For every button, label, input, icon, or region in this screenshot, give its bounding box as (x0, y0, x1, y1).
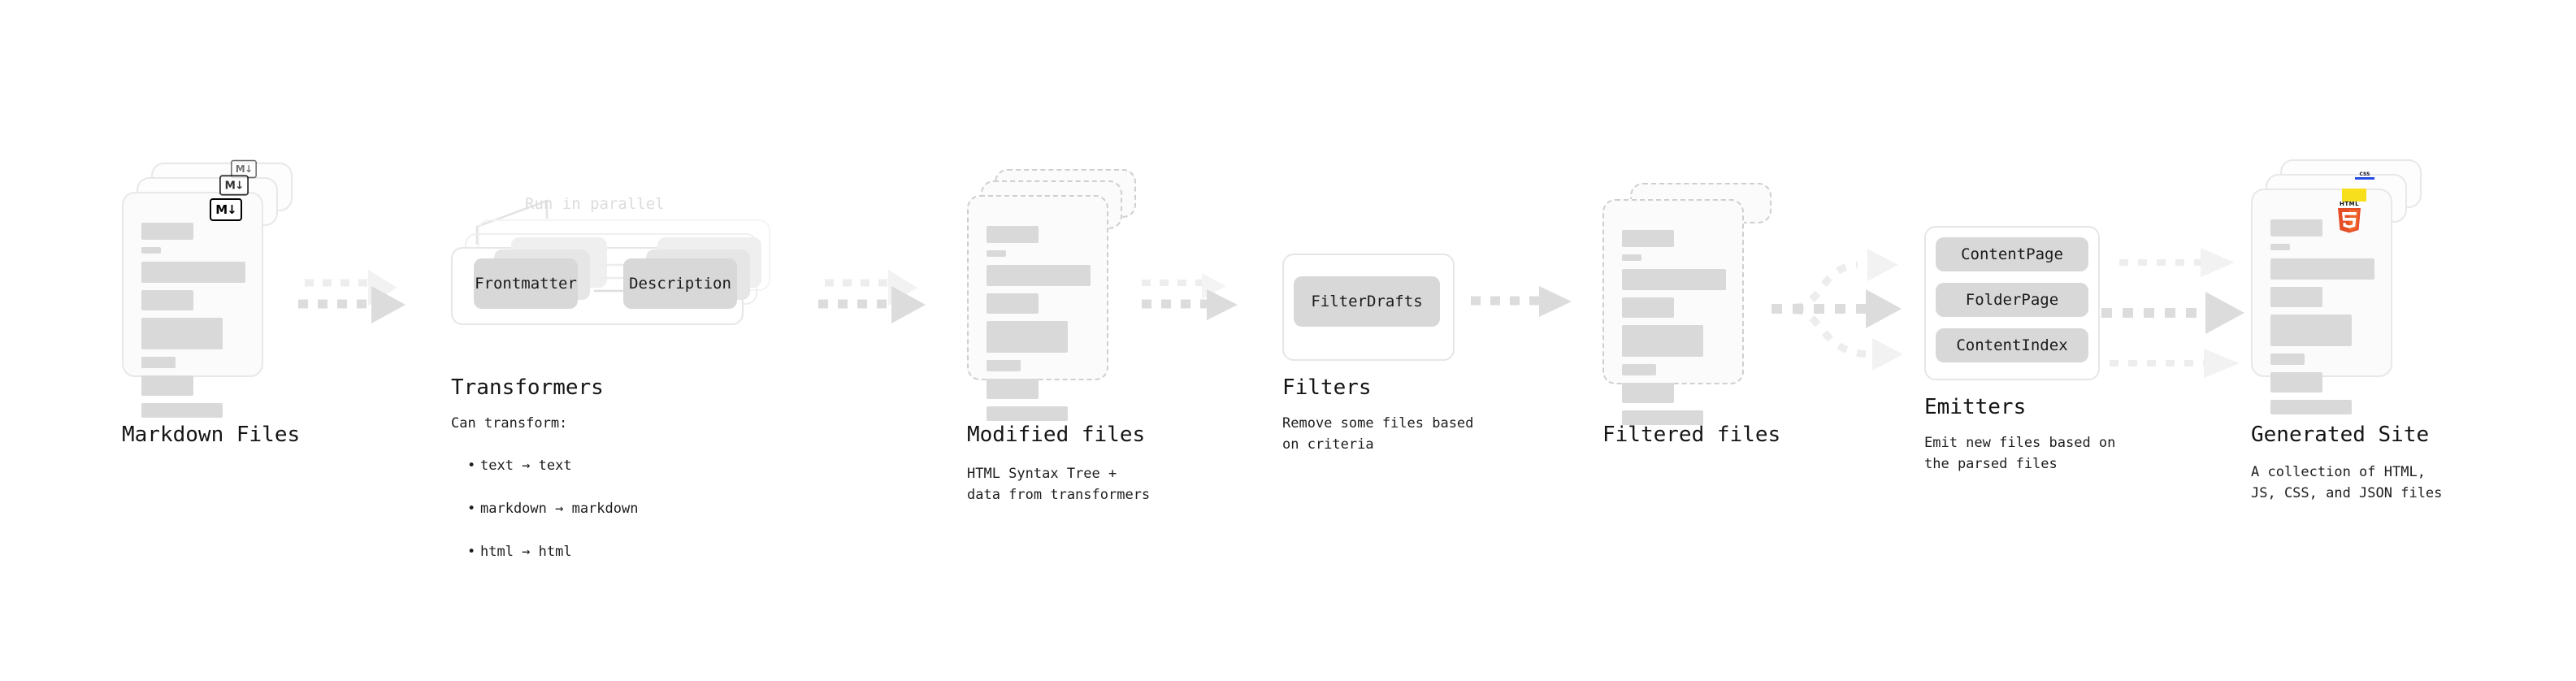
js-icon (2342, 189, 2366, 202)
emitters-pill-contentpage-label: ContentPage (1961, 245, 2063, 263)
modified-file-card-front (967, 195, 1108, 421)
connector-filtered-to-emitters (1772, 236, 1926, 374)
markdown-badge-middle: M↓ (219, 175, 249, 196)
emitters-title: Emitters (1924, 395, 2027, 419)
emitters-pill-contentindex[interactable]: ContentIndex (1936, 328, 2088, 362)
css-icon: CSS (2354, 171, 2375, 180)
svg-text:CSS: CSS (2360, 171, 2370, 177)
transformers-bullet-1: markdown → markdown (467, 498, 639, 520)
modified-files-title: Modified files (967, 423, 1146, 447)
filtered-files-title: Filtered files (1602, 423, 1781, 447)
transformers-pill-description[interactable]: Description (623, 258, 737, 309)
filtered-card-placeholder-lines (1622, 230, 1726, 432)
generated-card-placeholder-lines (2270, 219, 2374, 422)
transformers-pill-frontmatter-label: Frontmatter (475, 275, 577, 293)
transformers-title: Transformers (451, 375, 604, 400)
connector-transformers-to-modified (818, 268, 939, 341)
emitters-pill-contentindex-label: ContentIndex (1956, 336, 2068, 354)
filtered-file-card-front (1602, 199, 1744, 425)
transformers-bullet-list: text → text markdown → markdown html → h… (466, 434, 639, 583)
emitters-pill-contentpage[interactable]: ContentPage (1936, 237, 2088, 271)
markdown-files-title: Markdown Files (122, 423, 301, 447)
emitters-pill-folderpage[interactable]: FolderPage (1936, 283, 2088, 317)
run-in-parallel-bracket (475, 197, 565, 246)
modified-files-subtitle: HTML Syntax Tree + data from transformer… (967, 466, 1151, 504)
filters-subtitle: Remove some files based on criteria (1282, 415, 1474, 453)
markdown-badge-back-text: M↓ (235, 163, 253, 175)
markdown-badge-front: M↓ (210, 198, 242, 221)
connector-modified-to-filters (1142, 273, 1264, 341)
generated-site-subtitle: A collection of HTML, JS, CSS, and JSON … (2251, 464, 2443, 502)
markdown-card-placeholder-lines (141, 223, 245, 425)
filters-pill-filterdrafts-label: FilterDrafts (1311, 293, 1423, 310)
transformers-bullet-2: html → html (467, 541, 638, 563)
run-in-parallel-label: Run in parallel (525, 195, 665, 213)
modified-card-placeholder-lines (987, 226, 1091, 428)
filters-title: Filters (1282, 375, 1372, 400)
transformers-bullet-0: text → text (467, 455, 638, 477)
connector-emitters-to-site (2101, 236, 2267, 382)
html5-icon: HTML (2335, 200, 2363, 233)
transformers-pill-description-label: Description (629, 275, 731, 293)
markdown-file-card-front (122, 192, 263, 418)
markdown-badge-middle-text: M↓ (224, 178, 245, 192)
filters-pill-filterdrafts[interactable]: FilterDrafts (1294, 276, 1440, 327)
svg-text:HTML: HTML (2340, 201, 2359, 207)
transformers-pill-frontmatter[interactable]: Frontmatter (474, 258, 578, 309)
connector-markdown-to-transformers (298, 268, 418, 341)
connector-filters-to-filtered (1471, 286, 1585, 335)
markdown-badge-front-text: M↓ (215, 202, 236, 217)
emitters-subtitle: Emit new files based on the parsed files (1924, 435, 2116, 473)
generated-site-title: Generated Site (2251, 423, 2430, 447)
transformers-subtitle: Can transform: (451, 415, 568, 432)
generated-file-card-front (2251, 189, 2392, 414)
emitters-pill-folderpage-label: FolderPage (1965, 291, 2059, 309)
